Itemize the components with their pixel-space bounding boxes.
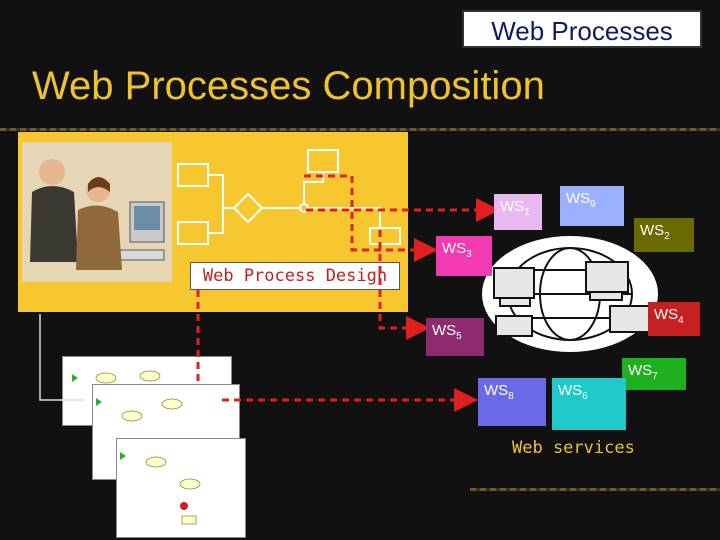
ws3-sub: 3: [466, 249, 472, 260]
ws1-sub: 1: [524, 207, 530, 218]
process-document-3: [116, 438, 246, 538]
ws3-label: WS: [442, 240, 467, 257]
ws1-node: WS1: [494, 194, 542, 230]
ws1-label: WS: [500, 198, 525, 215]
ws6-label: WS: [558, 382, 583, 399]
people-at-computer-icon: [22, 142, 172, 282]
web-services-label: Web services: [512, 438, 635, 458]
ws7-label: WS: [628, 362, 653, 379]
ws5-sub: 5: [456, 331, 462, 342]
ws4-node: WS4: [648, 302, 700, 336]
ws6-sub: 6: [582, 391, 588, 402]
ws4-sub: 4: [678, 315, 684, 326]
flowchart-icon: [177, 149, 401, 245]
design-illustration: [22, 142, 401, 282]
ws8-node: WS8: [478, 378, 546, 426]
ws2-node: WS2: [634, 218, 694, 252]
arrow-to-ws3: [304, 174, 438, 262]
computer-icons: [493, 261, 651, 337]
ws8-label: WS: [484, 382, 509, 399]
ws5-node: WS5: [426, 318, 484, 356]
top-divider: [0, 128, 720, 131]
ws7-sub: 7: [652, 371, 658, 382]
ws7-node: WS7: [622, 358, 686, 390]
ws9-label: WS: [566, 190, 591, 207]
ws6-node: WS6: [552, 378, 626, 430]
slide-badge: Web Processes: [462, 10, 702, 48]
design-label: Web Process Design: [190, 262, 400, 290]
ws2-label: WS: [640, 222, 665, 239]
bottom-divider: [470, 488, 720, 491]
slide-title: Web Processes Composition: [32, 64, 545, 108]
ws9-sub: 9: [590, 199, 596, 210]
arrow-to-ws5: [378, 230, 430, 340]
ws4-label: WS: [654, 306, 679, 323]
ws8-sub: 8: [508, 391, 514, 402]
ws2-sub: 2: [664, 231, 670, 242]
document-flow-icons: [72, 370, 201, 525]
ws9-node: WS9: [560, 186, 624, 226]
ws3-node: WS3: [436, 236, 492, 276]
ws5-label: WS: [432, 322, 457, 339]
network-globe-icon: [482, 236, 658, 352]
